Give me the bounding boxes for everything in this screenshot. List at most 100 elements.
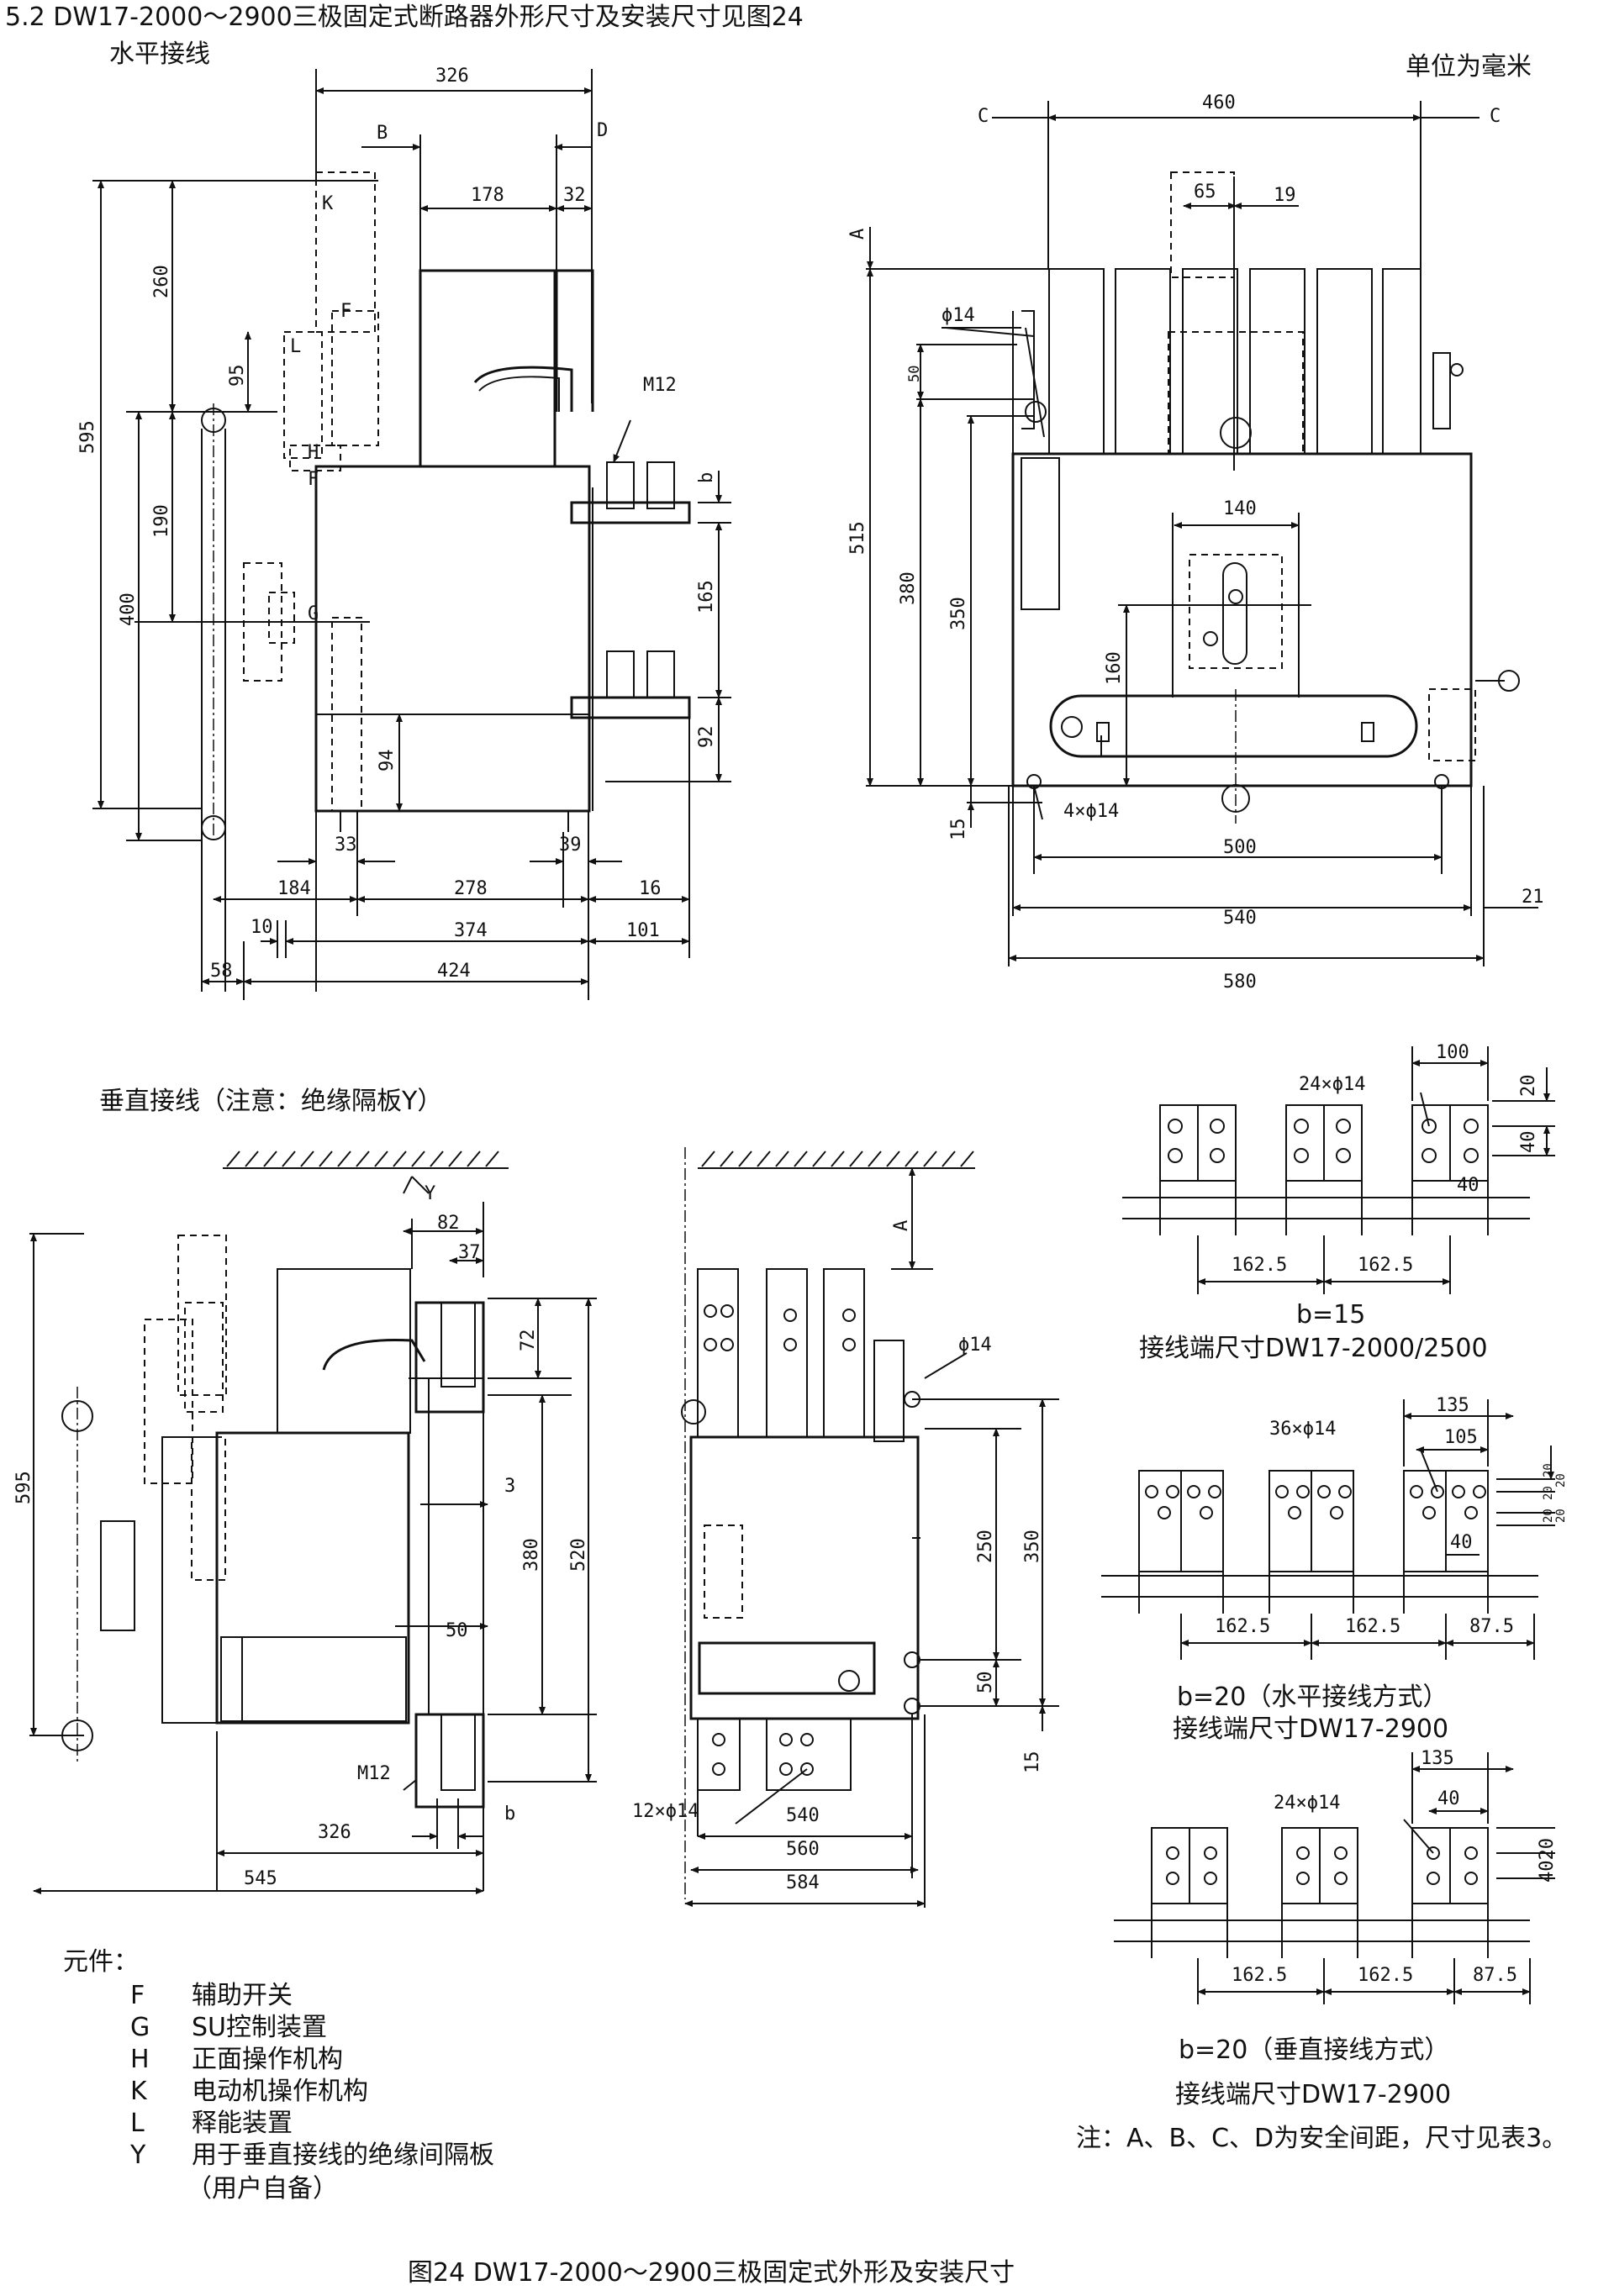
dim-label: 3 <box>504 1476 516 1497</box>
front-view-horizontal <box>866 101 1538 966</box>
terminal-caption: 接线端尺寸DW17-2900 <box>1173 1714 1449 1744</box>
dim-label: 32 <box>563 185 586 206</box>
dim-label: 15 <box>948 818 969 841</box>
dim-label: 50 <box>975 1671 996 1694</box>
dim-label: 190 <box>151 504 172 538</box>
dim-label: 20 <box>1518 1074 1539 1098</box>
dim-label: 87.5 <box>1469 1616 1514 1637</box>
dim-label: B <box>377 123 388 144</box>
unit-note: 单位为毫米 <box>1406 52 1532 82</box>
dim-label: 20 <box>1542 1509 1555 1523</box>
dim-label: 20 <box>1542 1463 1555 1477</box>
dim-label: 540 <box>786 1805 820 1826</box>
dim-label: 580 <box>1223 972 1257 993</box>
front-view-vertical <box>681 1147 1059 1908</box>
b-value: b=20（水平接线方式） <box>1177 1683 1448 1712</box>
figure-caption: 图24 DW17-2000～2900三极固定式外形及安装尺寸 <box>408 2258 1015 2288</box>
view-vertical-title: 垂直接线（注意：绝缘隔板Y） <box>99 1087 443 1116</box>
dim-label: ϕ14 <box>942 305 975 326</box>
dim-label: 162.5 <box>1358 1965 1414 1986</box>
dim-label: 33 <box>335 835 357 856</box>
dim-label: 36×ϕ14 <box>1269 1419 1337 1440</box>
component-marker: H <box>308 442 319 463</box>
b-value: b=20（垂直接线方式） <box>1179 2035 1450 2065</box>
dim-label: 250 <box>975 1530 996 1563</box>
dim-label: 380 <box>521 1538 542 1572</box>
component-marker: K <box>322 193 334 214</box>
terminal-detail-2900-horizontal <box>1101 1399 1555 1660</box>
dim-label: 162.5 <box>1232 1965 1288 1986</box>
dim-label: 39 <box>559 835 582 856</box>
b-value: b=15 <box>1296 1300 1366 1330</box>
dim-label: 24×ϕ14 <box>1299 1074 1366 1095</box>
dim-label: 40 <box>1518 1130 1539 1154</box>
dim-label: 380 <box>898 571 919 605</box>
dim-label: 424 <box>437 961 471 982</box>
dim-label: 40 <box>1457 1175 1480 1196</box>
legend-desc: 电动机操作机构 <box>192 2077 368 2106</box>
dim-label: 326 <box>435 66 469 87</box>
dim-label: M12 <box>643 375 677 396</box>
legend-title: 元件： <box>63 1947 139 1977</box>
view-horizontal-title: 水平接线 <box>109 39 210 69</box>
component-marker: L <box>290 336 302 357</box>
legend-code: F <box>130 1981 145 2010</box>
dim-label: 162.5 <box>1232 1255 1288 1276</box>
dim-label: 19 <box>1274 185 1296 206</box>
dim-label: 87.5 <box>1473 1965 1517 1986</box>
dim-label: 40 <box>1437 1788 1460 1809</box>
dim-label: 24×ϕ14 <box>1274 1793 1341 1814</box>
dim-label: 4×ϕ14 <box>1063 801 1120 822</box>
component-marker: F <box>308 469 319 490</box>
side-view-vertical <box>29 1151 597 1894</box>
dim-label: 595 <box>13 1471 34 1504</box>
dim-label: 326 <box>318 1822 351 1843</box>
dim-label: 515 <box>847 521 868 555</box>
dim-label: 350 <box>948 597 969 630</box>
terminal-caption: 接线端尺寸DW17-2900 <box>1175 2080 1452 2109</box>
dim-label: 374 <box>454 920 488 941</box>
side-view-horizontal <box>92 69 731 1000</box>
terminal-detail-2900-vertical <box>1114 1752 1555 2004</box>
dim-label: 50 <box>906 365 923 382</box>
dim-label: M12 <box>357 1763 391 1784</box>
legend-code: L <box>130 2109 145 2138</box>
legend-desc: SU控制装置 <box>192 2013 328 2042</box>
dim-label: 15 <box>1022 1751 1043 1774</box>
dim-label: A <box>891 1219 912 1231</box>
dim-label: 184 <box>277 878 311 899</box>
dim-label: 260 <box>151 265 172 298</box>
dim-label: 520 <box>568 1538 589 1572</box>
legend-desc: 释能装置 <box>192 2109 293 2138</box>
dim-label: 584 <box>786 1872 820 1893</box>
dim-label: 400 <box>118 592 139 626</box>
dim-label: 92 <box>696 725 717 749</box>
dim-label: 40 <box>1450 1532 1473 1553</box>
dim-label: C <box>978 106 989 127</box>
dim-label: 165 <box>696 580 717 613</box>
safety-note: 注：A、B、C、D为安全间距，尺寸见表3。 <box>1076 2124 1568 2153</box>
dim-label: 560 <box>786 1839 820 1860</box>
dim-label: 20 <box>1554 1473 1568 1488</box>
legend-desc: 辅助开关 <box>192 1981 293 2010</box>
dim-label: 162.5 <box>1358 1255 1414 1276</box>
dim-label: 21 <box>1522 887 1544 908</box>
legend-code: G <box>130 2013 150 2042</box>
dim-label: 20 <box>1542 1486 1555 1500</box>
dim-label: 95 <box>227 364 248 387</box>
legend-desc: 正面操作机构 <box>192 2045 343 2074</box>
dim-label: 50 <box>446 1620 468 1641</box>
dim-label: 105 <box>1444 1427 1478 1448</box>
dim-label: 162.5 <box>1345 1616 1401 1637</box>
dim-label: 72 <box>518 1329 539 1352</box>
component-marker: F <box>340 301 352 322</box>
dim-label: 162.5 <box>1215 1616 1271 1637</box>
dim-label: 545 <box>244 1868 277 1889</box>
dim-label: b <box>696 471 717 483</box>
dim-label: A <box>847 228 868 240</box>
legend-code: K <box>130 2077 147 2106</box>
terminal-detail-2000 <box>1122 1046 1555 1294</box>
dim-label: 178 <box>471 185 504 206</box>
dim-label: 140 <box>1223 498 1257 519</box>
